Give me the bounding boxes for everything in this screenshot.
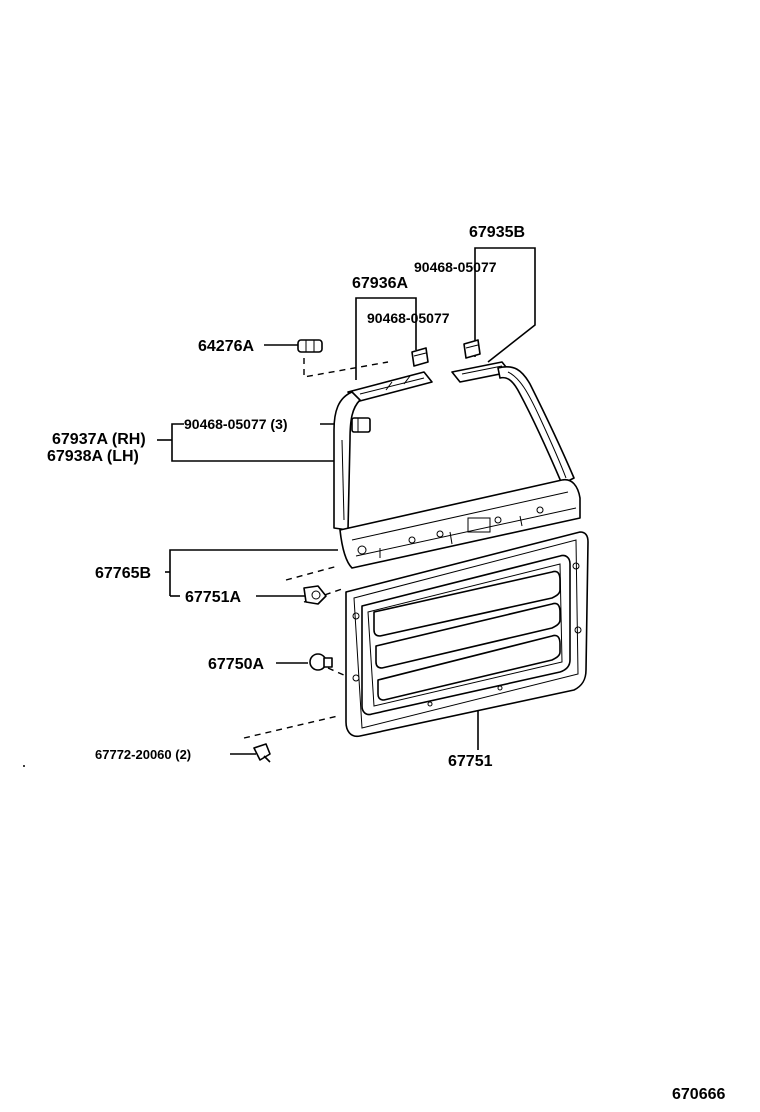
lower-trim-67765b — [339, 478, 581, 569]
label-67938a-lh: 67938A (LH) — [47, 448, 139, 465]
diagram-id: 670666 — [672, 1086, 725, 1103]
right-upper-trim — [497, 366, 575, 485]
label-67751: 67751 — [448, 753, 493, 770]
label-90468-05077-top: 90468-05077 — [414, 259, 497, 275]
label-67751a: 67751A — [185, 589, 241, 606]
clip-90468-05077-mid-icon — [411, 347, 429, 367]
stray-dot — [23, 765, 25, 767]
label-67937a-rh: 67937A (RH) — [52, 431, 146, 448]
label-67765b: 67765B — [95, 565, 151, 582]
label-90468-05077-qty3: 90468-05077 (3) — [184, 416, 288, 432]
screw-67772-icon — [253, 743, 271, 763]
label-67750a: 67750A — [208, 656, 264, 673]
trim-board-67751 — [345, 531, 589, 738]
clip-90468-05077-qty3-icon — [351, 417, 371, 433]
clip-67750a-icon — [309, 653, 333, 671]
label-64276a: 64276A — [198, 338, 254, 355]
clip-90468-05077-top-icon — [463, 339, 481, 359]
upper-trim-67936a — [347, 371, 433, 403]
label-90468-05077-mid: 90468-05077 — [367, 310, 450, 326]
assembly-dashed-lines — [243, 358, 389, 739]
leader-lines — [157, 247, 536, 755]
clip-64276a-icon — [297, 339, 323, 353]
clip-67751a-icon — [303, 585, 327, 605]
label-67935b: 67935B — [469, 224, 525, 241]
label-67936a: 67936A — [352, 275, 408, 292]
label-67772-20060: 67772-20060 (2) — [95, 747, 191, 762]
side-trim-67937a-67938a — [333, 391, 361, 531]
